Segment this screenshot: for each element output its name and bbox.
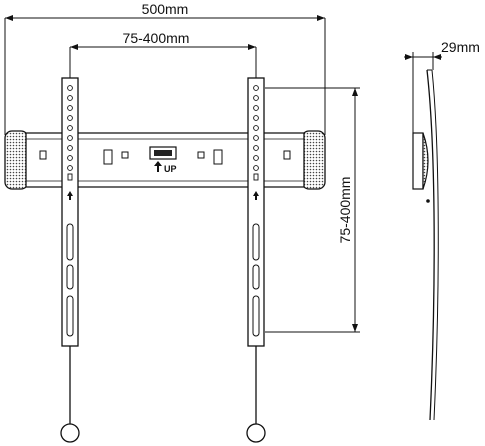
- wall-plate: UP: [4, 130, 326, 190]
- right-pull-ring: [246, 423, 266, 443]
- dim-horizontal-spacing: [69, 44, 257, 78]
- dim-vertical-spacing-label: 75-400mm: [337, 177, 353, 244]
- dim-vertical-spacing: [265, 87, 360, 333]
- dim-horizontal-spacing-label: 75-400mm: [123, 30, 190, 46]
- right-vertical-arm: [246, 77, 266, 443]
- up-arrow-icon: [154, 161, 162, 172]
- left-vertical-arm: [60, 77, 80, 443]
- right-end-cap: [301, 130, 326, 190]
- dim-overall-width: [4, 15, 326, 135]
- side-profile-view: [412, 69, 439, 421]
- left-end-cap: [4, 130, 29, 190]
- up-label: UP: [164, 164, 177, 174]
- dim-overall-width-label: 500mm: [142, 1, 189, 17]
- dim-depth-label: 29mm: [441, 39, 480, 55]
- left-pull-ring: [60, 423, 80, 443]
